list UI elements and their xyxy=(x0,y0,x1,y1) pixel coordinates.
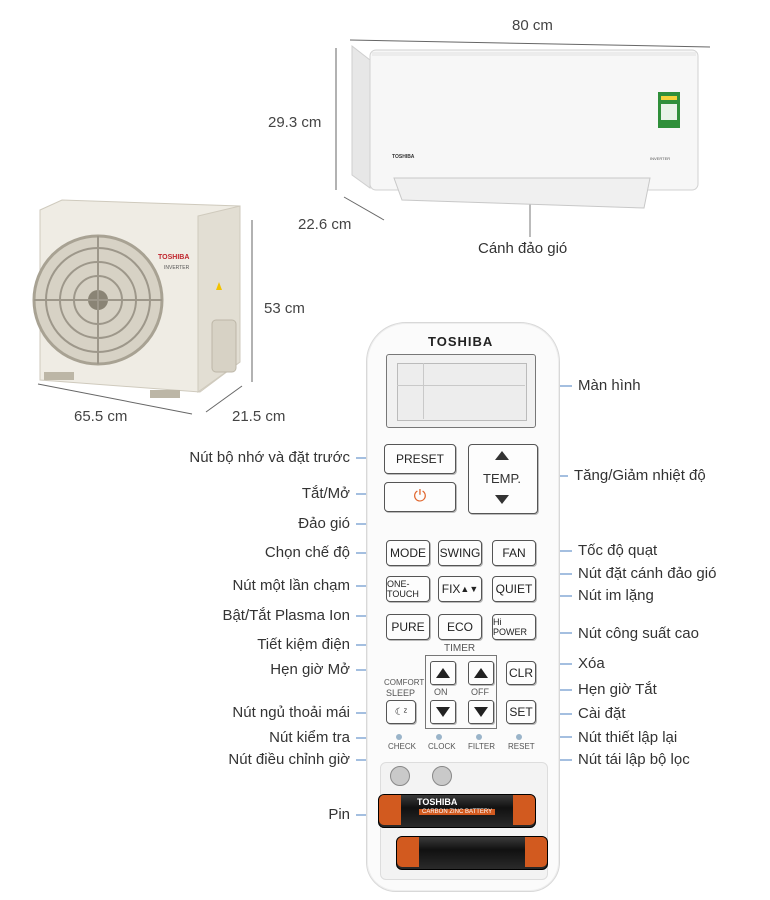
clock-label: CLOCK xyxy=(428,742,456,751)
reset-label: RESET xyxy=(508,742,535,751)
check-hole[interactable] xyxy=(396,734,402,740)
timer-box xyxy=(425,655,497,729)
indoor-unit-drawing xyxy=(351,44,699,209)
temp-label: TEMP. xyxy=(483,471,522,486)
spring-icon xyxy=(390,766,410,786)
filter-label: FILTER xyxy=(468,742,495,751)
callout-temp: Tăng/Giảm nhiệt độ xyxy=(574,467,706,484)
timer-off-down-button[interactable] xyxy=(468,700,494,724)
outdoor-depth-label: 21.5 cm xyxy=(232,408,286,425)
power-icon: ⏻ xyxy=(413,488,427,505)
callout-fan: Tốc độ quạt xyxy=(578,542,658,559)
battery-2 xyxy=(396,836,548,870)
clr-button[interactable]: CLR xyxy=(506,661,536,685)
outdoor-width-label: 65.5 cm xyxy=(74,408,128,425)
callout-filter: Nút tái lập bộ lọc xyxy=(578,751,690,768)
timer-on-up-button[interactable] xyxy=(430,661,456,685)
fix-button[interactable]: FIX▲▼ xyxy=(438,576,482,602)
callout-mode: Chọn chế độ xyxy=(264,544,350,561)
callout-clock: Nút điều chỉnh giờ xyxy=(228,751,350,768)
callout-clr: Xóa xyxy=(578,655,605,672)
timer-on-label: ON xyxy=(434,687,448,697)
spring-icon xyxy=(432,766,452,786)
callout-preset: Nút bộ nhớ và đặt trước xyxy=(189,449,350,466)
callout-swing: Đảo gió xyxy=(298,515,350,532)
indoor-width-label: 80 cm xyxy=(512,17,553,34)
filter-hole[interactable] xyxy=(476,734,482,740)
outdoor-brand: TOSHIBA xyxy=(158,254,190,261)
check-label: CHECK xyxy=(388,742,417,751)
pure-button[interactable]: PURE xyxy=(386,614,430,640)
quiet-button[interactable]: QUIET xyxy=(492,576,536,602)
temp-down-icon[interactable] xyxy=(495,495,509,504)
outdoor-unit-drawing xyxy=(32,199,241,398)
hi-power-button[interactable]: Hi POWER xyxy=(492,614,536,640)
arrow-down-icon xyxy=(436,707,450,717)
arrow-down-icon xyxy=(474,707,488,717)
indoor-depth-label: 22.6 cm xyxy=(298,216,352,233)
remote-display xyxy=(386,354,536,428)
timer-label: TIMER xyxy=(444,643,476,654)
battery-brand: TOSHIBA xyxy=(417,797,458,807)
callout-quiet: Nút im lặng xyxy=(578,587,654,604)
preset-button[interactable]: PRESET xyxy=(384,444,456,474)
outdoor-badge: INVERTER xyxy=(164,265,190,271)
callout-eco: Tiết kiệm điện xyxy=(257,636,350,653)
indoor-height-label: 29.3 cm xyxy=(268,114,322,131)
arrow-up-icon xyxy=(436,668,450,678)
clock-hole[interactable] xyxy=(436,734,442,740)
reset-hole[interactable] xyxy=(516,734,522,740)
sleep-moon-icon: ☾ᶻ xyxy=(394,706,408,718)
swing-button[interactable]: SWING xyxy=(438,540,482,566)
timer-off-label: OFF xyxy=(471,687,489,697)
temp-up-icon[interactable] xyxy=(495,451,509,460)
sleep-label: SLEEP xyxy=(386,688,416,698)
outdoor-height-label: 53 cm xyxy=(264,300,305,317)
comfort-label: COMFORT xyxy=(384,678,425,687)
comfort-sleep-button[interactable]: ☾ᶻ xyxy=(386,700,416,724)
mode-button[interactable]: MODE xyxy=(386,540,430,566)
power-button[interactable]: ⏻ xyxy=(384,482,456,512)
callout-fix: Nút đặt cánh đảo gió xyxy=(578,565,717,582)
timer-on-down-button[interactable] xyxy=(430,700,456,724)
remote-brand: TOSHIBA xyxy=(428,334,494,349)
callout-set: Cài đặt xyxy=(578,705,626,722)
callout-one-touch: Nút một lần chạm xyxy=(232,577,350,594)
battery-type: CARBON ZINC BATTERY xyxy=(419,809,496,815)
callout-reset: Nút thiết lập lại xyxy=(578,729,678,746)
callout-check: Nút kiểm tra xyxy=(269,729,350,746)
callout-timer-on: Hẹn giờ Mở xyxy=(270,661,350,678)
callout-display: Màn hình xyxy=(578,377,641,394)
one-touch-button[interactable]: ONE-TOUCH xyxy=(386,576,430,602)
battery-1: TOSHIBA CARBON ZINC BATTERY xyxy=(378,794,536,828)
fix-arrows-icon: ▲▼ xyxy=(460,584,479,594)
arrow-up-icon xyxy=(474,668,488,678)
callout-pure: Bật/Tắt Plasma Ion xyxy=(222,607,350,624)
set-button[interactable]: SET xyxy=(506,700,536,724)
callout-timer-off: Hẹn giờ Tắt xyxy=(578,681,657,698)
callout-power: Tắt/Mở xyxy=(301,485,350,502)
fix-label: FIX xyxy=(441,582,461,596)
temp-control[interactable]: TEMP. xyxy=(468,444,538,514)
callout-hi-power: Nút công suất cao xyxy=(578,625,699,642)
callout-battery: Pin xyxy=(328,806,350,823)
indoor-badge: INVERTER xyxy=(650,156,671,161)
louver-label: Cánh đảo gió xyxy=(478,240,568,257)
timer-off-up-button[interactable] xyxy=(468,661,494,685)
eco-button[interactable]: ECO xyxy=(438,614,482,640)
fan-button[interactable]: FAN xyxy=(492,540,536,566)
indoor-brand: TOSHIBA xyxy=(392,154,415,160)
callout-comfort-sleep: Nút ngủ thoải mái xyxy=(232,704,350,721)
